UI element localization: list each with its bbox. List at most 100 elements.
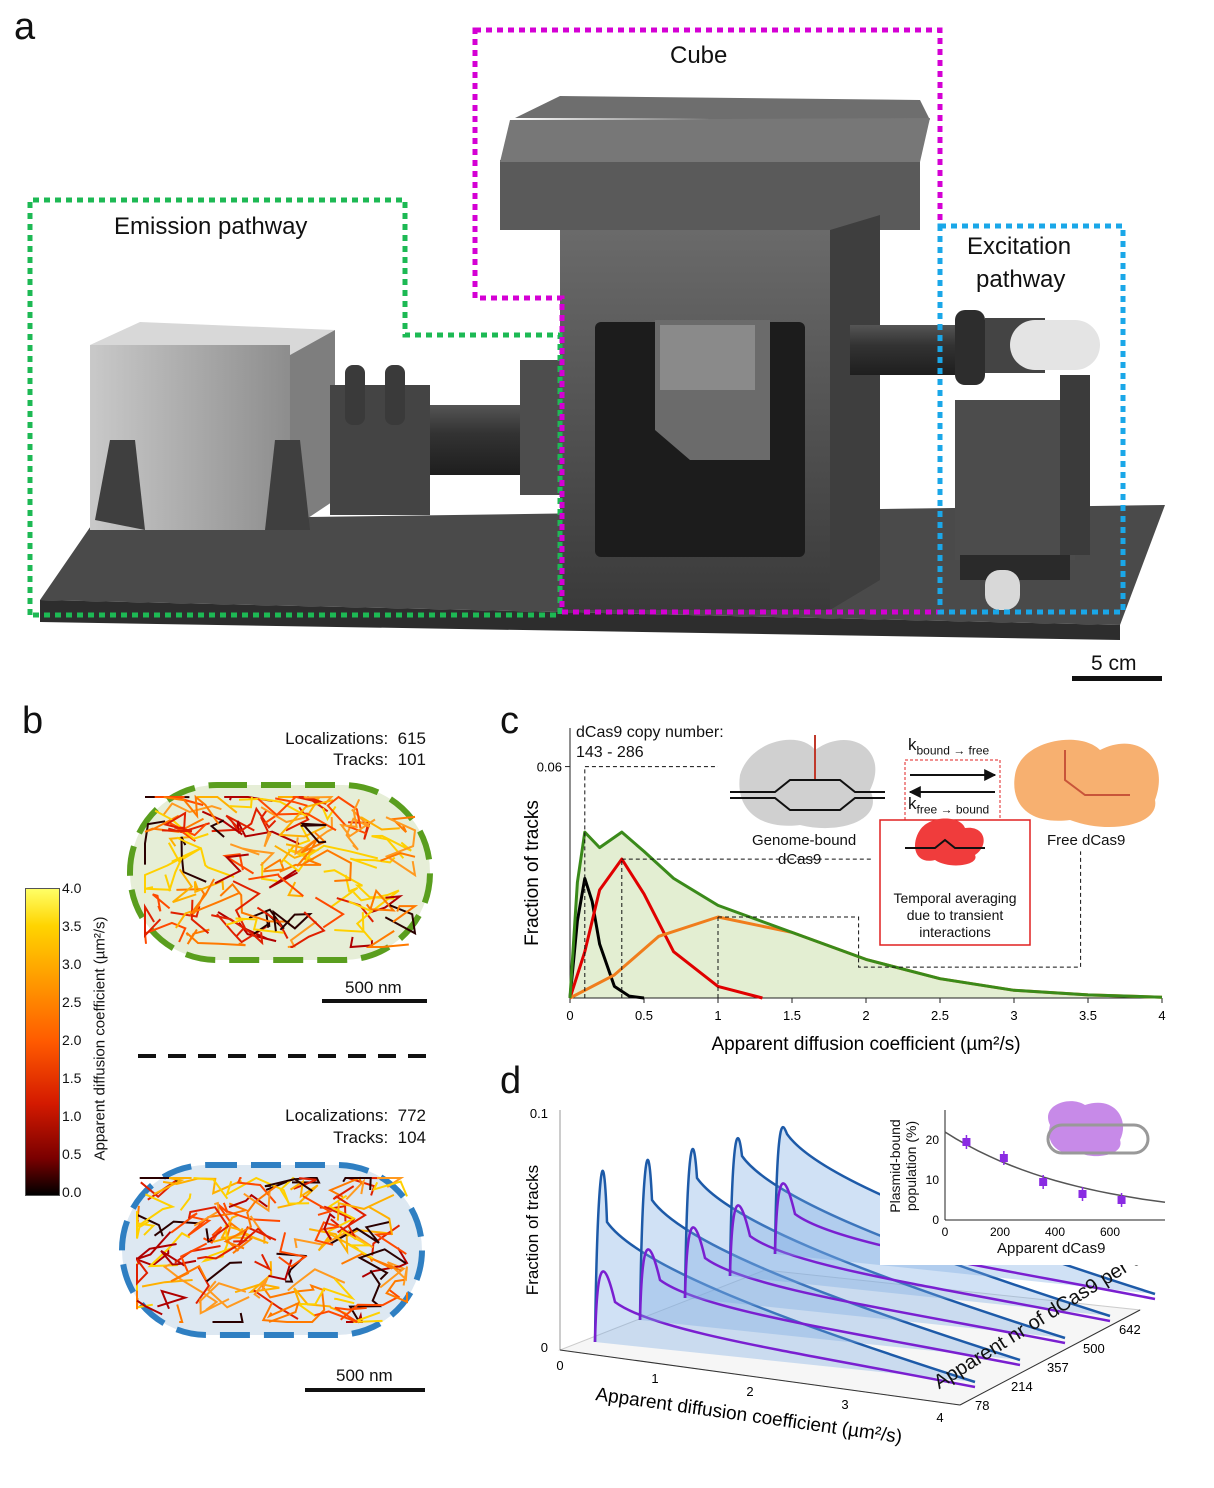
- track: [349, 856, 396, 869]
- colorbar-label: Apparent diffusion coefficient (µm²/s): [91, 916, 109, 1161]
- track: [323, 1212, 336, 1241]
- colorbar-tick: 1.5: [62, 1070, 82, 1086]
- k-bound-free-k: k: [908, 735, 917, 754]
- track: [380, 852, 416, 862]
- camera-box: [90, 322, 335, 530]
- track: [259, 1283, 326, 1299]
- track: [144, 855, 184, 894]
- y-tick-label: 0.06: [537, 760, 562, 775]
- panel-letter-c: c: [500, 700, 519, 742]
- track: [264, 1178, 313, 1192]
- x-tick-label: 3.5: [1079, 1008, 1097, 1023]
- track: [193, 1177, 229, 1200]
- x-tick-label: 1.5: [783, 1008, 801, 1023]
- track: [234, 1261, 280, 1294]
- track: [290, 911, 326, 948]
- track: [384, 904, 417, 936]
- cell1-localizations-label: Localizations:: [285, 729, 389, 748]
- k-bound-free: kbound → free: [908, 735, 989, 757]
- total-fit-line: [683, 1147, 1066, 1340]
- label-emission-pathway: Emission pathway: [114, 213, 308, 240]
- track: [327, 1194, 357, 1233]
- colorbar: [25, 888, 60, 1196]
- track: [198, 1282, 247, 1315]
- track: [278, 1232, 308, 1268]
- track: [248, 908, 285, 930]
- track: [144, 820, 166, 865]
- cell2-localizations: Localizations: 772: [270, 1106, 426, 1126]
- colorbar-tick: 1.0: [62, 1108, 82, 1124]
- inset-point: [1117, 1196, 1126, 1204]
- track: [243, 1191, 271, 1213]
- free-dcas9-shape: [1014, 739, 1159, 828]
- track: [253, 1277, 269, 1299]
- track: [348, 900, 374, 942]
- x-tick-label: 4: [936, 1410, 943, 1425]
- track: [384, 816, 417, 878]
- track: [229, 796, 253, 809]
- genome-bound-label-1: Genome-bound: [752, 832, 857, 849]
- temporal-label: Temporal averaging due to transient inte…: [880, 890, 1030, 941]
- inset-xlabel: Apparent dCas9: [997, 1240, 1106, 1257]
- track: [392, 905, 419, 923]
- x-tick-label: 2: [746, 1384, 753, 1399]
- track: [167, 842, 203, 863]
- series-line: [568, 876, 645, 1000]
- track: [274, 843, 320, 865]
- track: [205, 1228, 213, 1243]
- track: [190, 899, 210, 934]
- track: [207, 1280, 250, 1309]
- track: [296, 831, 327, 867]
- track: [188, 878, 241, 916]
- cell2-localizations-value: 772: [397, 1106, 426, 1125]
- y-tick-label: 0: [541, 1340, 548, 1355]
- track: [365, 930, 409, 948]
- track: [357, 1248, 407, 1281]
- cell2-tracks-value: 104: [397, 1128, 426, 1147]
- temporal-line-2: due to transient: [906, 907, 1004, 923]
- inset-point: [999, 1154, 1008, 1162]
- track: [193, 879, 225, 894]
- instrument-illustration: [27, 27, 1165, 681]
- cell2-tracks: Tracks: 104: [270, 1128, 426, 1148]
- track: [345, 1178, 366, 1200]
- track: [143, 921, 187, 944]
- x-axis: [559, 1349, 961, 1406]
- k-free-bound: kfree → bound: [908, 794, 989, 816]
- track: [302, 1195, 333, 1216]
- depth-tick-label: 357: [1047, 1360, 1069, 1375]
- series-line: [568, 857, 763, 1000]
- track: [390, 815, 416, 833]
- track: [179, 1242, 208, 1274]
- colorbar-tick: 0.5: [62, 1146, 82, 1162]
- y-tick-label: 0.1: [530, 1106, 548, 1121]
- track: [292, 823, 311, 848]
- track: [329, 874, 359, 909]
- cell1-scalebar-label: 500 nm: [345, 978, 402, 997]
- panel-letter-b: b: [22, 700, 44, 742]
- track: [300, 822, 327, 844]
- track: [314, 896, 345, 929]
- emission-outline: [27, 197, 563, 618]
- connector-bound: [584, 766, 718, 879]
- inset-x-tick: 0: [942, 1225, 949, 1239]
- cell1-tracks-value: 101: [397, 750, 426, 769]
- track: [144, 903, 162, 938]
- track: [268, 869, 298, 889]
- track: [334, 1297, 355, 1305]
- emission-tube: [330, 360, 565, 515]
- y-axis-label: Fraction of tracks: [522, 800, 543, 946]
- track: [136, 1290, 139, 1310]
- temporal-line-1: Temporal averaging: [893, 890, 1017, 906]
- cell2-localizations-label: Localizations:: [285, 1106, 389, 1125]
- cell2-scalebar: [305, 1388, 425, 1392]
- track: [225, 917, 284, 934]
- track: [139, 1177, 179, 1184]
- depth-tick-label: 78: [975, 1398, 989, 1413]
- free-dcas9-label: Free dCas9: [1047, 832, 1126, 849]
- track: [336, 1193, 395, 1221]
- track: [238, 797, 307, 817]
- y-axis-label: Fraction of tracks: [523, 1165, 542, 1295]
- chart-c-cartoons: [730, 735, 1159, 946]
